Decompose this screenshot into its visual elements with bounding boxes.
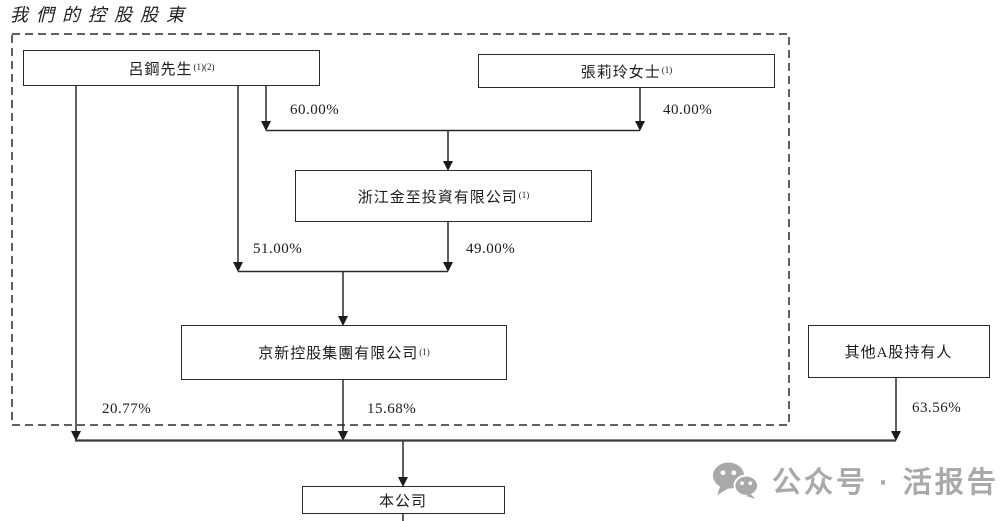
edge-jingxin-to-company xyxy=(338,380,348,441)
node-label: 京新控股集團有限公司 xyxy=(258,346,419,362)
edge-zhangliling-to-jinzhi xyxy=(635,88,645,131)
pct-othera-to-company: 63.56% xyxy=(912,400,962,416)
node-footnote: (1) xyxy=(518,190,530,200)
node-zhang-liling: 張莉玲女士(1) xyxy=(478,54,775,88)
watermark-text: 公众号 · 活报告 xyxy=(772,467,999,499)
pct-jingxin-to-company: 15.68% xyxy=(367,401,417,417)
node-other-a-shareholders: 其他A股持有人 xyxy=(808,325,990,378)
node-label: 呂鋼先生 xyxy=(128,61,193,78)
edge-joint-into-jinzhi xyxy=(266,129,640,171)
edge-lvgang-to-jinzhi xyxy=(261,86,271,131)
pct-jinzhi-to-jingxin: 49.00% xyxy=(466,241,516,257)
node-label: 浙江金至投資有限公司 xyxy=(357,189,518,206)
pct-lvgang-to-jingxin: 51.00% xyxy=(253,241,303,257)
node-label: 本公司 xyxy=(378,493,427,510)
node-the-company: 本公司 xyxy=(302,486,505,514)
edge-lvgang-to-jingxin xyxy=(233,86,243,272)
edge-joint-into-jingxin xyxy=(238,270,448,326)
pct-zhangliling-to-jinzhi: 40.00% xyxy=(663,102,713,118)
edge-lvgang-to-company xyxy=(71,86,81,441)
watermark: 公众号 · 活报告 xyxy=(712,459,999,501)
wechat-icon xyxy=(712,462,759,499)
pct-lvgang-to-company: 20.77% xyxy=(102,401,152,417)
node-lv-gang: 呂鋼先生(1)(2) xyxy=(23,50,320,86)
node-label: 張莉玲女士 xyxy=(580,64,661,81)
node-zhejiang-jinzhi: 浙江金至投資有限公司(1) xyxy=(295,170,592,222)
edge-othera-to-company xyxy=(891,378,901,441)
node-label: 其他A股持有人 xyxy=(844,345,953,361)
page-title: 我們的控股股東 xyxy=(10,5,192,25)
node-footnote: (1)(2) xyxy=(193,62,215,72)
edge-jinzhi-to-jingxin xyxy=(443,222,453,272)
pct-lvgang-to-jinzhi: 60.00% xyxy=(290,102,340,118)
node-jingxin-holdings: 京新控股集團有限公司(1) xyxy=(181,325,507,380)
node-footnote: (1) xyxy=(661,65,673,75)
node-footnote: (1) xyxy=(419,346,430,357)
edge-joint-into-company xyxy=(75,439,896,487)
